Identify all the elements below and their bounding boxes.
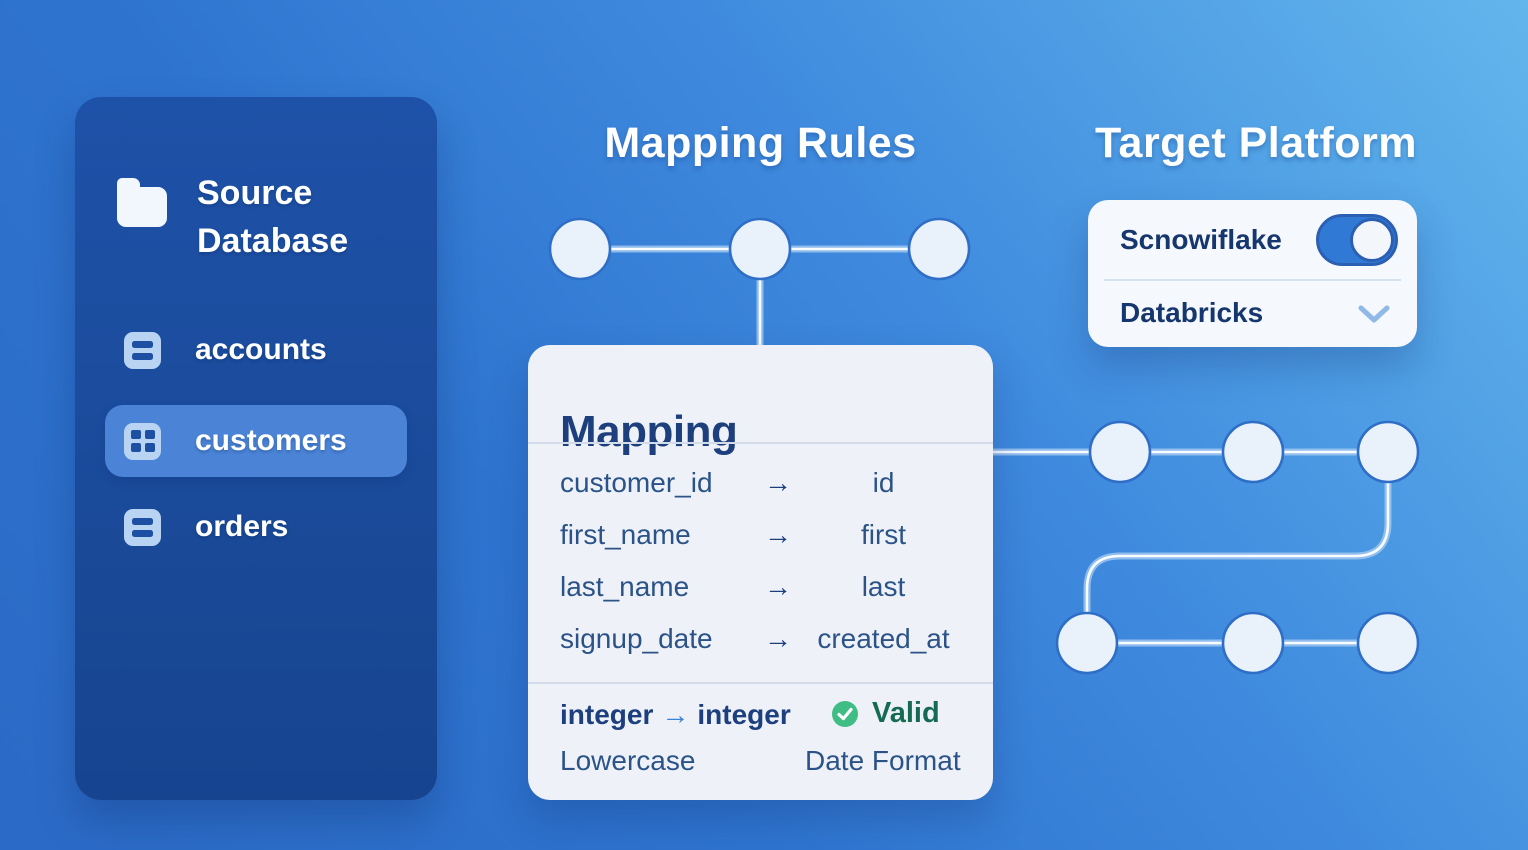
- toggle-knob: [1350, 218, 1394, 262]
- sidebar-item-customers[interactable]: customers: [105, 405, 407, 477]
- source-field: first_name: [560, 519, 691, 550]
- pipeline-node: [1356, 420, 1420, 484]
- type-to: integer: [697, 699, 791, 730]
- pipeline-node: [907, 217, 971, 281]
- mapping-rules-heading: Mapping Rules: [604, 119, 917, 167]
- divider: [1104, 279, 1401, 281]
- type-mapping: integer→integer: [560, 699, 791, 731]
- source-field: signup_date: [560, 623, 713, 654]
- pipeline-node: [1221, 611, 1285, 675]
- sidebar-item-label: accounts: [195, 333, 327, 366]
- pipeline-node: [548, 217, 612, 281]
- transform-lowercase-label: Lowercase: [560, 745, 696, 776]
- list-rows-icon: [124, 508, 161, 546]
- arrow-icon: →: [764, 623, 792, 654]
- platform-option-snowflake: Scnowiflake: [1088, 200, 1417, 279]
- target-field: first: [860, 519, 907, 550]
- valid-status-badge: Valid: [831, 697, 940, 730]
- folder-icon: [117, 178, 167, 227]
- sidebar-item-orders[interactable]: orders: [105, 491, 407, 563]
- arrow-icon: →: [661, 699, 690, 730]
- target-field: created_at: [817, 623, 950, 654]
- sidebar-item-accounts[interactable]: accounts: [105, 314, 407, 386]
- table-grid-icon: [124, 422, 161, 460]
- transform-date-format-label: Date Format: [805, 745, 961, 776]
- list-rows-icon: [124, 331, 161, 369]
- source-field: last_name: [560, 571, 690, 602]
- snowflake-toggle[interactable]: [1316, 214, 1398, 266]
- divider: [528, 682, 993, 684]
- sidebar-item-label: orders: [195, 510, 289, 543]
- type-from: integer: [560, 699, 654, 730]
- platform-option-label: Scnowiflake: [1120, 223, 1282, 255]
- target-platform-card: Scnowiflake Databricks: [1088, 200, 1417, 347]
- valid-status-label: Valid: [872, 697, 940, 729]
- mapping-card-title: Mapping: [560, 407, 738, 456]
- platform-option-label: Databricks: [1120, 297, 1264, 328]
- pipeline-node: [1356, 611, 1420, 675]
- chevron-down-icon[interactable]: [1357, 303, 1391, 325]
- target-platform-heading: Target Platform: [1094, 119, 1418, 167]
- mapping-row: signup_date → created_at: [560, 613, 961, 665]
- sidebar-title: Source Database: [197, 174, 349, 261]
- sidebar-header: Source Database: [117, 169, 397, 266]
- source-database-panel: Source Database accounts customers order…: [75, 97, 437, 800]
- pipeline-node: [1221, 420, 1285, 484]
- connector-line: [1085, 452, 1390, 643]
- mapping-rows: customer_id → id first_name → first last…: [560, 457, 961, 665]
- mapping-card: Mapping customer_id → id first_name → fi…: [528, 345, 993, 800]
- divider: [528, 442, 993, 444]
- pipeline-node: [728, 217, 792, 281]
- sidebar-item-label: customers: [195, 424, 347, 457]
- source-field: customer_id: [560, 467, 713, 498]
- arrow-icon: →: [764, 571, 792, 602]
- platform-option-databricks[interactable]: Databricks: [1088, 281, 1417, 345]
- pipeline-node: [1055, 611, 1119, 675]
- arrow-icon: →: [764, 467, 792, 498]
- check-circle-icon: [832, 700, 858, 727]
- mapping-row: first_name → first: [560, 509, 961, 561]
- target-field: id: [872, 467, 895, 498]
- arrow-icon: →: [764, 519, 792, 550]
- pipeline-node: [1088, 420, 1152, 484]
- mapping-row: customer_id → id: [560, 457, 961, 509]
- target-field: last: [861, 571, 906, 602]
- mapping-row: last_name → last: [560, 561, 961, 613]
